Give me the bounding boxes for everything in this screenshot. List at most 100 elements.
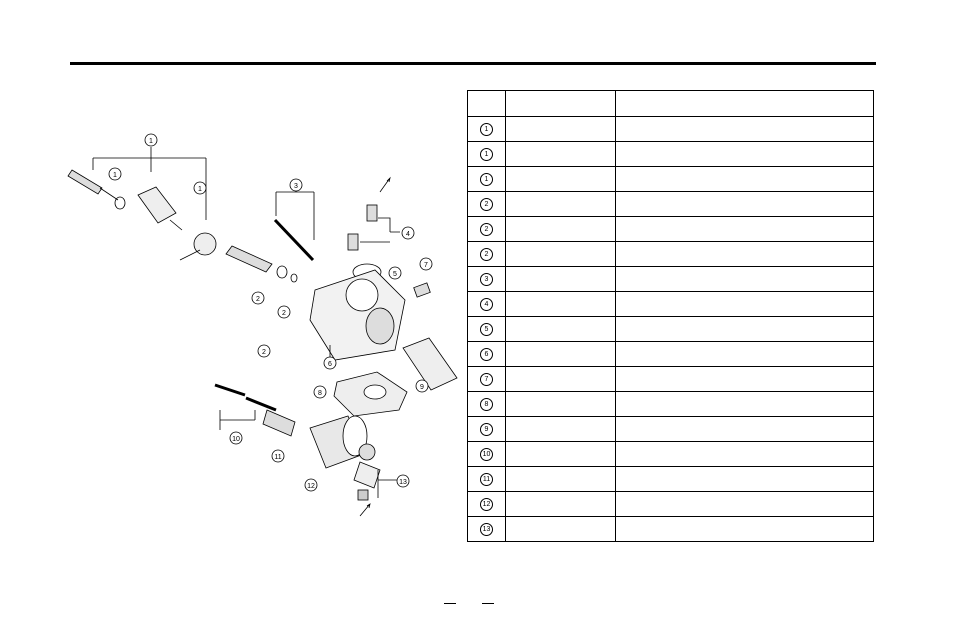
svg-text:10: 10 <box>232 436 240 443</box>
table-row: 1 <box>467 166 874 192</box>
callout-3: 3 <box>289 178 303 192</box>
table-row: 11 <box>467 466 874 492</box>
part-code <box>505 166 616 192</box>
callout-11: 11 <box>271 449 285 463</box>
svg-text:1: 1 <box>113 172 117 179</box>
table-row: 1 <box>467 141 874 167</box>
header-description <box>615 90 874 117</box>
svg-text:4: 4 <box>406 231 410 238</box>
svg-text:13: 13 <box>399 479 407 486</box>
parts-list-table: 1 1 1 2 2 2 3 4 5 6 7 8 9 10 11 12 13 <box>467 90 874 542</box>
table-row: 3 <box>467 266 874 292</box>
carburetor-exploded-diagram: 1 1 1 2 2 2 3 4 5 6 7 8 9 10 11 12 13 <box>67 133 458 517</box>
callout-8: 8 <box>313 385 327 399</box>
part-code <box>505 241 616 267</box>
svg-text:1: 1 <box>149 138 153 145</box>
part-number: 1 <box>480 122 493 136</box>
table-row: 6 <box>467 341 874 367</box>
part-number: 10 <box>480 447 493 461</box>
table-row: 1 <box>467 116 874 142</box>
part-number: 6 <box>480 347 493 361</box>
part-description <box>615 466 874 492</box>
table-row: 13 <box>467 516 874 542</box>
part-number: 9 <box>480 422 493 436</box>
part-code <box>505 266 616 292</box>
part-code <box>505 391 616 417</box>
part-code <box>505 116 616 142</box>
part-number: 3 <box>480 272 493 286</box>
part-description <box>615 441 874 467</box>
part-code <box>505 191 616 217</box>
part-number: 5 <box>480 322 493 336</box>
part-description <box>615 166 874 192</box>
svg-text:9: 9 <box>420 384 424 391</box>
part-description <box>615 341 874 367</box>
callout-2: 2 <box>277 305 291 319</box>
part-number: 1 <box>480 172 493 186</box>
part-description <box>615 366 874 392</box>
part-description <box>615 516 874 542</box>
callout-9: 9 <box>415 379 429 393</box>
part-code <box>505 291 616 317</box>
part-code <box>505 366 616 392</box>
svg-text:2: 2 <box>282 310 286 317</box>
svg-text:8: 8 <box>318 390 322 397</box>
svg-text:3: 3 <box>294 183 298 190</box>
part-code <box>505 341 616 367</box>
part-code <box>505 441 616 467</box>
header-no <box>467 90 506 117</box>
part-code <box>505 141 616 167</box>
part-code <box>505 416 616 442</box>
callout-6: 6 <box>323 356 337 370</box>
svg-text:2: 2 <box>262 349 266 356</box>
table-row: 10 <box>467 441 874 467</box>
part-description <box>615 316 874 342</box>
table-row: 7 <box>467 366 874 392</box>
svg-text:5: 5 <box>393 271 397 278</box>
callout-2: 2 <box>257 344 271 358</box>
part-number: 4 <box>480 297 493 311</box>
svg-text:2: 2 <box>256 296 260 303</box>
callout-1: 1 <box>108 167 122 181</box>
table-header <box>467 90 874 117</box>
part-number: 11 <box>480 472 493 486</box>
header-code <box>505 90 616 117</box>
part-number: 2 <box>480 222 493 236</box>
svg-text:6: 6 <box>328 361 332 368</box>
part-number: 7 <box>480 372 493 386</box>
part-description <box>615 391 874 417</box>
page-mark <box>444 603 456 604</box>
table-row: 4 <box>467 291 874 317</box>
table-row: 9 <box>467 416 874 442</box>
part-code <box>505 516 616 542</box>
part-code <box>505 316 616 342</box>
part-description <box>615 291 874 317</box>
part-description <box>615 191 874 217</box>
callout-7: 7 <box>419 257 433 271</box>
part-number: 2 <box>480 197 493 211</box>
part-description <box>615 416 874 442</box>
table-row: 2 <box>467 191 874 217</box>
part-code <box>505 466 616 492</box>
callout-13: 13 <box>396 474 410 488</box>
svg-text:1: 1 <box>198 186 202 193</box>
table-row: 2 <box>467 241 874 267</box>
table-row: 8 <box>467 391 874 417</box>
table-row: 2 <box>467 216 874 242</box>
top-rule <box>70 62 876 65</box>
callout-1: 1 <box>193 181 207 195</box>
svg-text:11: 11 <box>274 454 281 461</box>
page-mark <box>482 603 494 604</box>
callout-2: 2 <box>251 291 265 305</box>
part-description <box>615 216 874 242</box>
callout-5: 5 <box>388 266 402 280</box>
part-number: 13 <box>480 522 493 536</box>
table-row: 12 <box>467 491 874 517</box>
part-code <box>505 491 616 517</box>
part-code <box>505 216 616 242</box>
part-description <box>615 491 874 517</box>
svg-text:7: 7 <box>424 262 428 269</box>
callout-4: 4 <box>401 226 415 240</box>
part-description <box>615 141 874 167</box>
table-row: 5 <box>467 316 874 342</box>
